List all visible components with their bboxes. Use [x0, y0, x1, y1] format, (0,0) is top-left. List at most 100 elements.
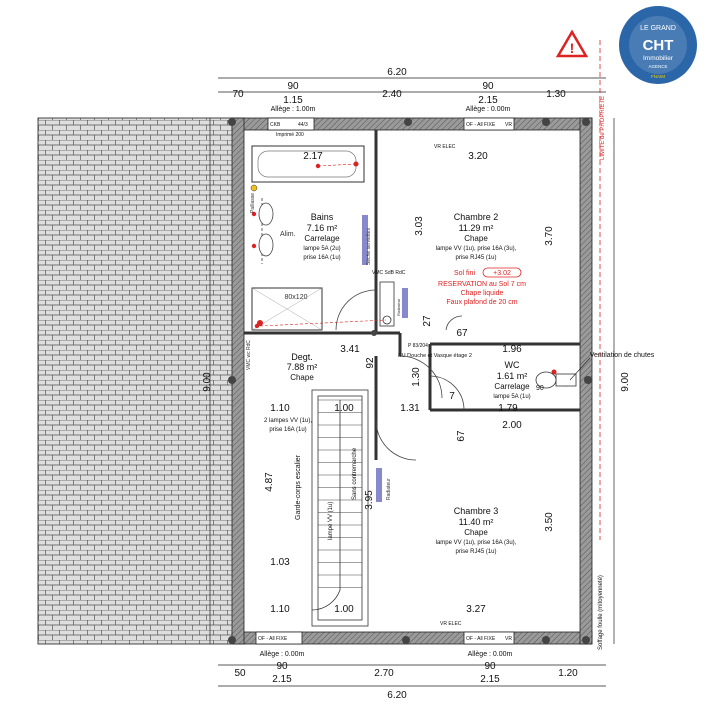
stairs-rail-label: Garde-corps escalier: [295, 454, 302, 520]
room-degt-finish: Chape: [290, 373, 314, 382]
dim-200: 2.00: [502, 420, 522, 431]
top-sub-1: 1.15: [283, 95, 303, 106]
vmc-duct: [379, 281, 395, 327]
room-chambre3: Chambre 3 11.40 m² Chape lampe VV (1u), …: [436, 506, 517, 555]
alim-label: Alim.: [280, 231, 296, 238]
reservation-sol: Sol fini: [454, 270, 475, 277]
dim-92: 92: [365, 357, 376, 369]
dim-103: 1.03: [270, 557, 290, 568]
room-bains-finish: Carrelage: [304, 234, 340, 243]
room-bains: Bains 7.16 m² Carrelage lampe 5A (2u) pr…: [303, 212, 340, 261]
reservation-line-3: Faux plafond de 20 cm: [446, 299, 517, 306]
red-leader-lines: [259, 163, 387, 327]
top-total-dim: 6.20: [387, 67, 407, 78]
vr-elec-bottom: VR ELEC: [440, 621, 462, 627]
dim-196: 1.96: [502, 344, 522, 355]
room-chambre2-finish: Chape: [464, 234, 488, 243]
room-degt: Degt. 7.88 m² Chape 2 lampes VV (1u), pr…: [264, 352, 317, 433]
win-tl-tag1: CKB: [270, 122, 281, 128]
boundary-wall-note: Soffage foulle (mitoyenneté): [598, 575, 604, 650]
dim-303: 3.03: [414, 216, 425, 236]
top-dim-1: 70: [232, 89, 244, 100]
radiator-ch2: [402, 288, 408, 318]
stairs-lamp-label: lampe VV (1u): [328, 502, 334, 540]
dim-341: 3.41: [340, 344, 360, 355]
room-degt-fixture-1: 2 lampes VV (1u),: [264, 418, 312, 424]
room-wc-finish: Carrelage: [494, 382, 530, 391]
bottom-dim-1: 50: [234, 668, 246, 679]
vmc-wc-label: VMC wc RdC: [246, 340, 252, 370]
room-chambre3-name: Chambre 3: [454, 506, 499, 516]
towel-radiator: [362, 215, 368, 265]
ventilation-label: Ventilation de chutes: [590, 352, 655, 359]
top-sub-2: 2.15: [478, 95, 498, 106]
dim-350: 3.50: [544, 512, 555, 532]
room-chambre3-area: 11.40 m²: [459, 517, 494, 527]
win-tr-tag1: OF - All FIXE: [466, 122, 496, 128]
win-br-tag1: OF - All FIXE: [466, 636, 496, 642]
dimension-lines: [209, 77, 615, 687]
vmc-label: VMC SdB RdC: [372, 270, 406, 276]
interior-dimension-texts: 2.17 3.20 3.03 3.70 3.41 1.96 92 1.30 1.…: [264, 151, 555, 615]
dim-67b: 67: [456, 328, 468, 339]
ventilation-leader: [569, 357, 591, 381]
paillasse-label: Paillasse: [250, 193, 256, 213]
logo-line2: AGENCE: [648, 64, 667, 69]
evac-label: EU Douche et Vasque étage 2: [398, 353, 472, 359]
win-tl-tag2: 44/3: [298, 122, 308, 128]
logo-line1: Immobilier: [643, 55, 674, 62]
warning-triangle-icon: !: [555, 29, 589, 58]
win-br-tag2: VR: [505, 636, 512, 642]
room-wc-fixture-1: lampe 5A (1u): [493, 394, 530, 400]
bottom-dim-2: 90: [276, 661, 288, 672]
room-wc: WC 1.61 m² Carrelage lampe 5A (1u): [493, 360, 530, 400]
roof-tiles: [37, 117, 235, 645]
p-label: P 83/204: [408, 343, 428, 349]
dim-130: 1.30: [411, 367, 422, 387]
room-chambre2-fixture-1: lampe VV (1u), prise 16A (3u),: [436, 246, 517, 252]
room-bains-area: 7.16 m²: [307, 223, 338, 233]
room-chambre2-fixture-2: prise RJ45 (1u): [455, 255, 496, 261]
room-bains-fixture-2: prise 16A (1u): [303, 255, 340, 261]
dim-27: 27: [422, 315, 433, 327]
dim-67a: 67: [456, 430, 467, 442]
room-chambre2: Chambre 2 11.29 m² Chape lampe VV (1u), …: [436, 212, 517, 261]
right-total-dim: 9.00: [620, 372, 631, 392]
left-total-dim: 9.00: [202, 372, 213, 392]
room-chambre2-name: Chambre 2: [454, 212, 499, 222]
room-bains-name: Bains: [311, 212, 334, 222]
bottom-sub-1: 2.15: [272, 674, 292, 685]
radiator-ch2-label: Radiateur: [396, 298, 401, 316]
top-dim-2: 90: [287, 81, 299, 92]
shower-size-label: 80x120: [285, 294, 308, 301]
dim-395: 3.95: [364, 490, 375, 510]
reservation-level-badge: [482, 267, 522, 278]
wc-width-dim: 90: [536, 385, 544, 392]
reservation-line-2: Chape liquide: [461, 290, 504, 297]
dim-110a: 1.10: [270, 403, 290, 414]
room-degt-fixture-2: prise 16A (1u): [269, 427, 306, 433]
room-chambre3-fixture-2: prise RJ45 (1u): [455, 549, 496, 555]
room-bains-fixture-1: lampe 5A (2u): [303, 246, 340, 252]
dim-100b: 1.00: [334, 604, 354, 615]
bottom-allege-right: Allège : 0.00m: [468, 651, 513, 658]
dim-370: 3.70: [544, 226, 555, 246]
bottom-dim-3: 2.70: [374, 668, 394, 679]
room-wc-name: WC: [505, 360, 520, 370]
logo-initials: CHT: [643, 37, 674, 54]
door-swings: [335, 289, 465, 461]
logo-ring-text: LE GRAND: [640, 25, 676, 32]
towel-radiator-label: Sèche serviettes: [366, 228, 372, 265]
dim-7a: 7: [449, 391, 455, 402]
dim-110b: 1.10: [270, 604, 290, 615]
dim-217: 2.17: [303, 151, 323, 162]
stair-walkline: [311, 400, 341, 611]
room-wc-area: 1.61 m²: [497, 371, 528, 381]
dim-100a: 1.00: [334, 403, 354, 414]
reservation-note: Sol fini +3.02 RESERVATION au Sol 7 cm C…: [438, 267, 526, 306]
top-allege-left: Allège : 1.00m: [271, 106, 316, 113]
bathtub: [251, 145, 365, 183]
radiator-degt-label: Radiateur: [386, 478, 392, 500]
room-degt-area: 7.88 m²: [287, 362, 318, 372]
